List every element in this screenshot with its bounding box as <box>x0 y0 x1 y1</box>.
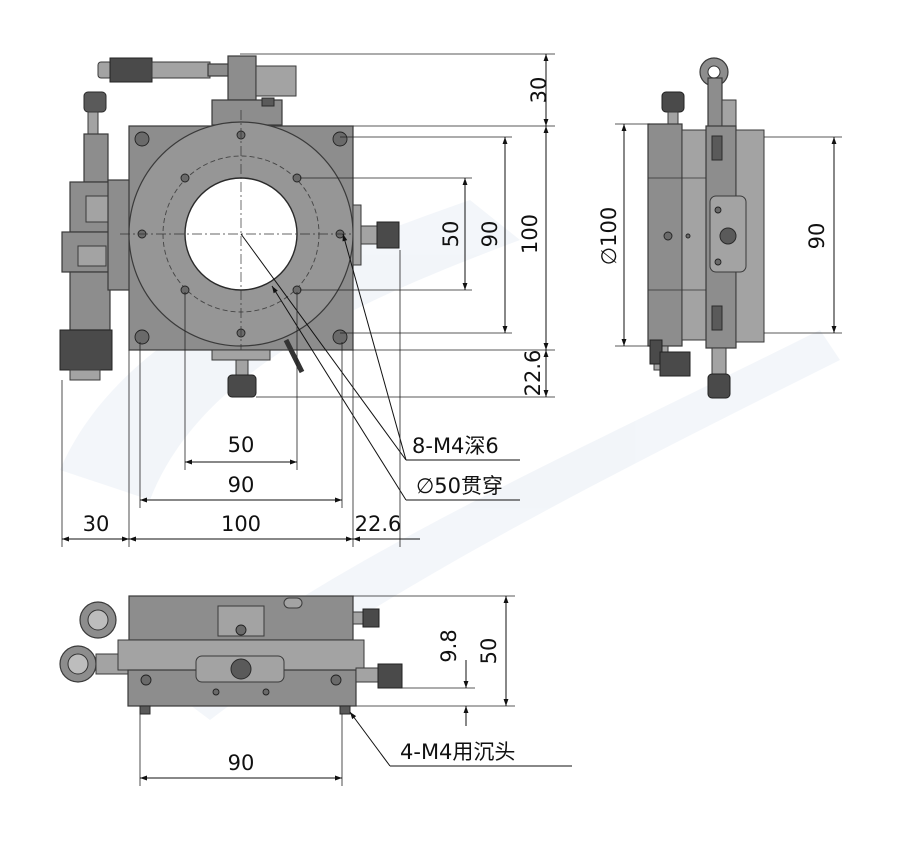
callout-tapped-holes: 8-M4深6 <box>412 434 499 458</box>
side-view: ∅100 90 <box>597 57 842 399</box>
dim-90-front: 90 <box>228 751 255 775</box>
callout-through-bore: ∅50贯穿 <box>416 474 503 498</box>
counterbore-hole <box>134 329 150 345</box>
dim-50-horizontal: 50 <box>228 433 255 457</box>
dim-100-horizontal: 100 <box>221 512 261 536</box>
dim-90-vertical: 90 <box>478 221 502 248</box>
dim-22-6-horizontal: 22.6 <box>355 512 402 536</box>
dim-9-8: 9.8 <box>437 629 461 662</box>
dim-100-vertical: 100 <box>518 214 542 254</box>
top-view: 30 50 90 100 22.6 50 90 30 100 22.6 8-M4… <box>59 53 555 547</box>
dim-50-vertical: 50 <box>439 221 463 248</box>
dim-90-side: 90 <box>805 223 829 250</box>
dim-22-6-vertical: 22.6 <box>521 350 545 397</box>
dim-90-horizontal: 90 <box>228 473 255 497</box>
front-view: 9.8 50 90 4-M4用沉头 <box>59 595 572 786</box>
counterbore-hole <box>332 131 348 147</box>
dim-diameter-100: ∅100 <box>597 207 621 265</box>
dim-30-top: 30 <box>527 77 551 104</box>
counterbore-hole <box>332 329 348 345</box>
callout-counterbore: 4-M4用沉头 <box>400 740 515 764</box>
dim-30-horizontal: 30 <box>83 512 110 536</box>
dim-50-front: 50 <box>477 638 501 665</box>
counterbore-hole <box>134 131 150 147</box>
